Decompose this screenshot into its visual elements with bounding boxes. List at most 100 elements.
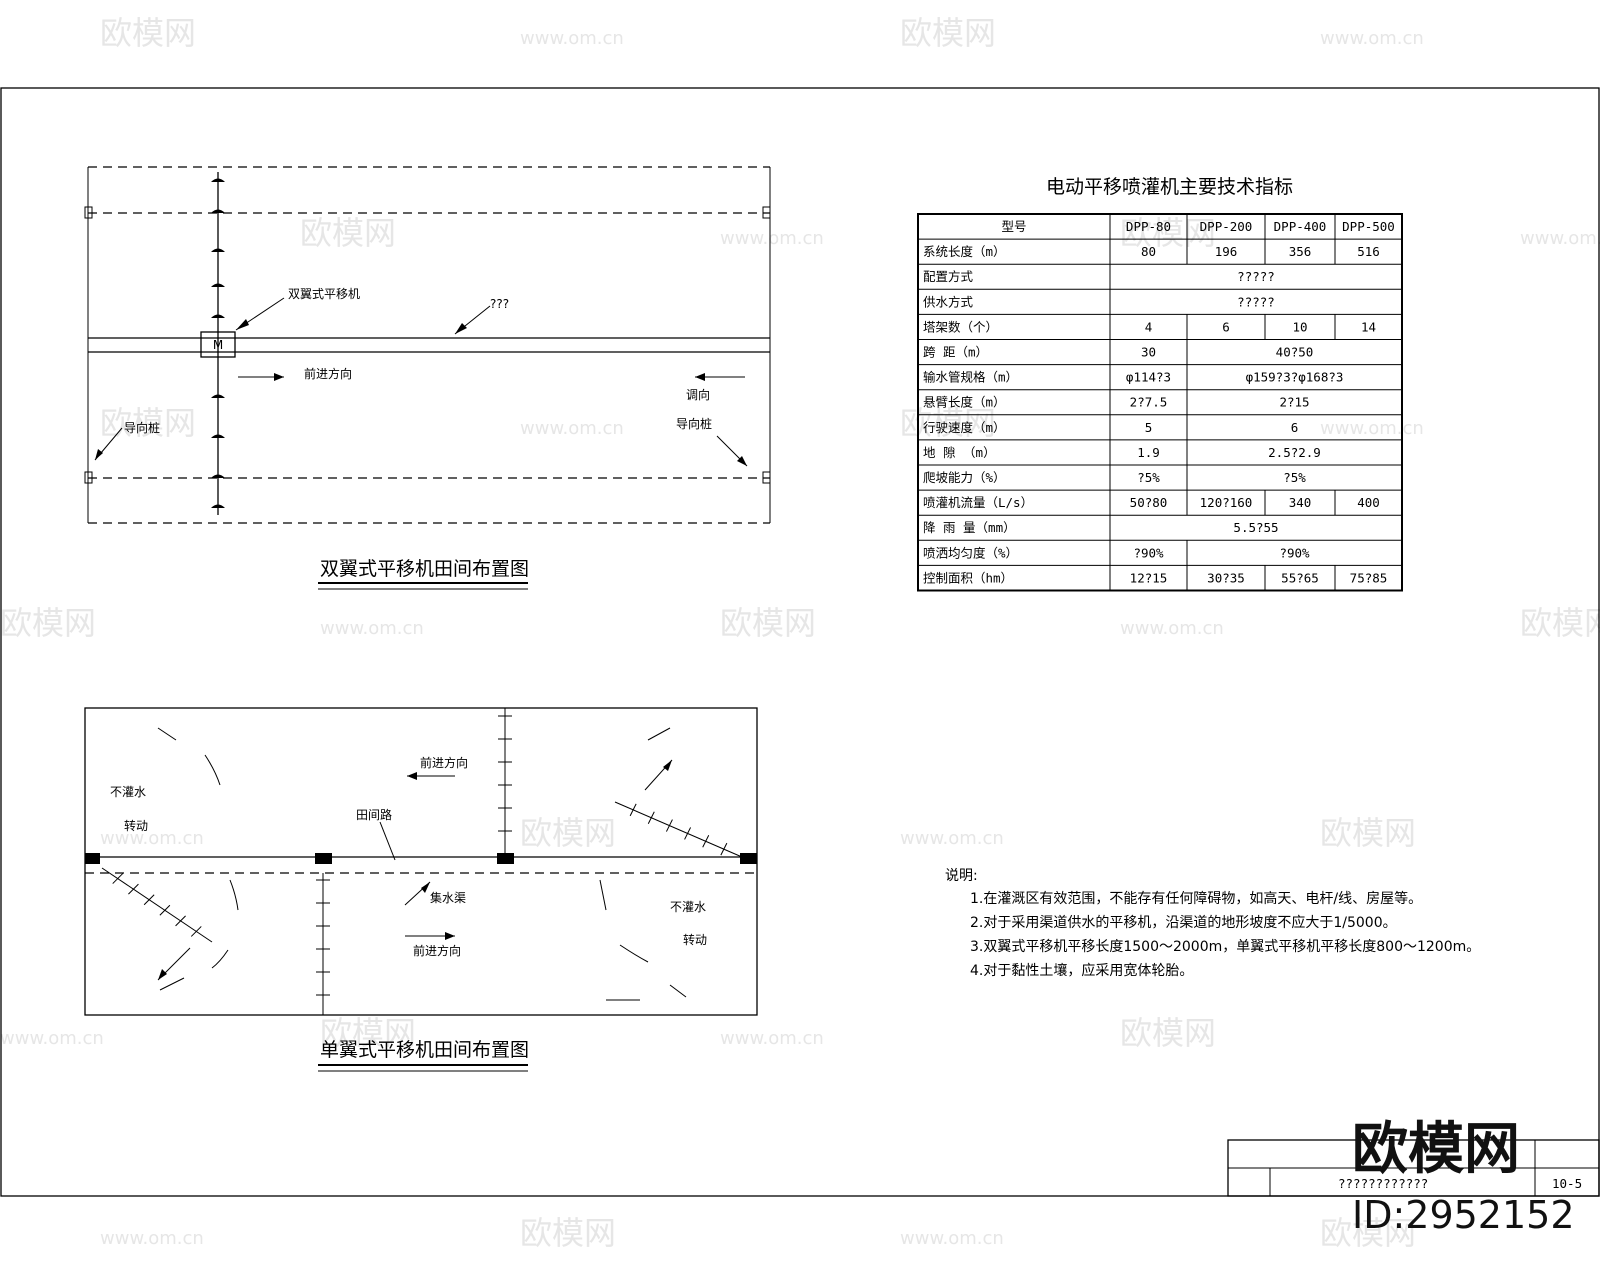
table-row-label: 爬坡能力（%） [923,470,1006,485]
label-forward-bottom: 前进方向 [413,943,461,958]
title-block-name: ???????????? [1338,1176,1428,1191]
watermark-url: www.om.cn [520,28,624,49]
double-wing-title: 双翼式平移机田间布置图 [320,558,529,580]
tower-marker [211,209,225,213]
table-cell: 2?7.5 [1130,395,1168,410]
table-row-label: 行驶速度（m） [923,420,1006,435]
table-row-label: 降 雨 量（mm） [923,520,1016,535]
watermark-url: www.om.cn [720,1028,824,1049]
watermark-url: www.om.cn [900,828,1004,849]
table-cell: 196 [1215,244,1238,259]
watermark-url: www.om.cn [720,228,824,249]
arm-tick [128,883,139,895]
single-wing-boundary [84,707,758,1016]
table-cell: 5.5?55 [1233,520,1278,535]
table-cell: 340 [1289,495,1312,510]
tower-marker [211,283,225,287]
model-id-label: ID:2952152 [1352,1193,1575,1237]
watermark-brand: 欧模网 [1320,1214,1416,1252]
table-cell: ?90% [1133,545,1164,560]
watermark-url: www.om.cn [1120,618,1224,639]
arm-tick [159,904,171,916]
title-block: ???????????? 10-5 [1227,1139,1600,1197]
watermark-brand: 欧模网 [520,814,616,852]
table-cell: 10 [1292,319,1307,334]
arm-tick [190,926,202,937]
table-header-cell: DPP-80 [1126,219,1171,234]
note-item-4: 4.对于黏性土壤，应采用宽体轮胎。 [970,962,1193,979]
watermark-url: www.om.cn [320,618,424,639]
label-pile-right: 导向桩 [676,416,712,431]
table-cell: 4 [1145,319,1153,334]
table-cell: 516 [1357,244,1380,259]
table-cell: 2.5?2.9 [1268,445,1321,460]
brand-watermark-text: 欧模网 [1352,1117,1520,1182]
drawing-frame [0,87,1600,1197]
tower-marker [211,314,225,318]
watermark-url: www.om.cn [100,1228,204,1249]
table-cell: ????? [1237,269,1275,284]
table-row-label: 悬臂长度（m） [923,395,1006,410]
table-cell: ?5% [1137,470,1160,485]
watermark-brand: 欧模网 [300,214,396,252]
label-field-road: 田间路 [356,807,392,822]
label-machine: 双翼式平移机 [288,287,360,301]
watermark-brand: 欧模网 [900,14,996,52]
label-turn: 调向 [686,387,710,402]
spec-table-title: 电动平移喷灌机主要技术指标 [1046,176,1293,198]
table-row-label: 系统长度（m） [923,244,1006,259]
table-header-cell: DPP-400 [1274,219,1327,234]
note-item-2: 2.对于采用渠道供水的平移机，沿渠道的地形坡度不应大于1/5000。 [970,914,1397,931]
label-pipe: ??? [490,297,509,311]
table-cell: 75?85 [1350,570,1388,585]
table-cell: 80 [1141,244,1156,259]
table-cell: 30 [1141,345,1156,360]
note-item-3: 3.双翼式平移机平移长度1500～2000m，单翼式平移机平移长度800～120… [970,939,1480,955]
arm-tick [720,842,728,856]
note-item-1: 1.在灌溉区有效范围，不能存有任何障碍物，如高天、电杆/线、房屋等。 [970,890,1422,907]
watermark-brand: 欧模网 [900,404,996,442]
table-cell: 1.9 [1137,445,1160,460]
watermark-url: www.om.cn [0,1028,104,1049]
table-cell: 6 [1291,420,1299,435]
notes-block: 说明: 1.在灌溉区有效范围，不能存有任何障碍物，如高天、电杆/线、房屋等。 2… [945,868,1480,979]
sheet-number: 10-5 [1552,1176,1582,1191]
tower-markers [211,178,225,508]
watermark-brand: 欧模网 [1520,604,1600,642]
watermark-brand: 欧模网 [320,1014,416,1052]
table-cell: 400 [1357,495,1380,510]
table-cell: 120?160 [1200,495,1253,510]
table-frame [917,213,1403,592]
table-header-cell: DPP-200 [1200,219,1253,234]
tower-marker [211,394,225,398]
watermark-brand: 欧模网 [1120,214,1216,252]
table-cell: ????? [1237,294,1275,309]
table-row-label: 输水管规格（m） [923,370,1018,385]
watermark-brand: 欧模网 [1120,1014,1216,1052]
watermark-url: www.om.cn [1520,228,1600,249]
tower-marker [211,248,225,252]
table-row-label: 塔架数（个） [923,319,998,334]
arm-tick [665,819,673,832]
label-forward: 前进方向 [304,366,352,381]
table-header-cell: 型号 [1001,219,1026,234]
table-cell: 6 [1222,319,1230,334]
label-no-irrigation-left: 不灌水 [110,785,146,799]
single-wing-title: 单翼式平移机田间布置图 [320,1039,529,1061]
watermark-url: www.om.cn [100,828,204,849]
watermark-url: www.om.cn [520,418,624,439]
table-cell: φ159?3?φ168?3 [1246,370,1344,385]
table-cell: 40?50 [1276,345,1314,360]
label-turn-left: 转动 [124,818,148,833]
label-no-irrigation-right: 不灌水 [670,900,706,914]
arm-tick [647,811,655,824]
label-turn-right: 转动 [683,932,707,947]
table-row-label: 跨 距（m） [923,345,988,360]
table-cell: 5 [1145,420,1153,435]
table-row-label: 配置方式 [923,269,974,284]
motor-label: M [213,338,223,352]
tower-marker [211,178,225,182]
tower-marker [211,504,225,508]
table-row-label: 控制面积（hm） [923,570,1013,585]
